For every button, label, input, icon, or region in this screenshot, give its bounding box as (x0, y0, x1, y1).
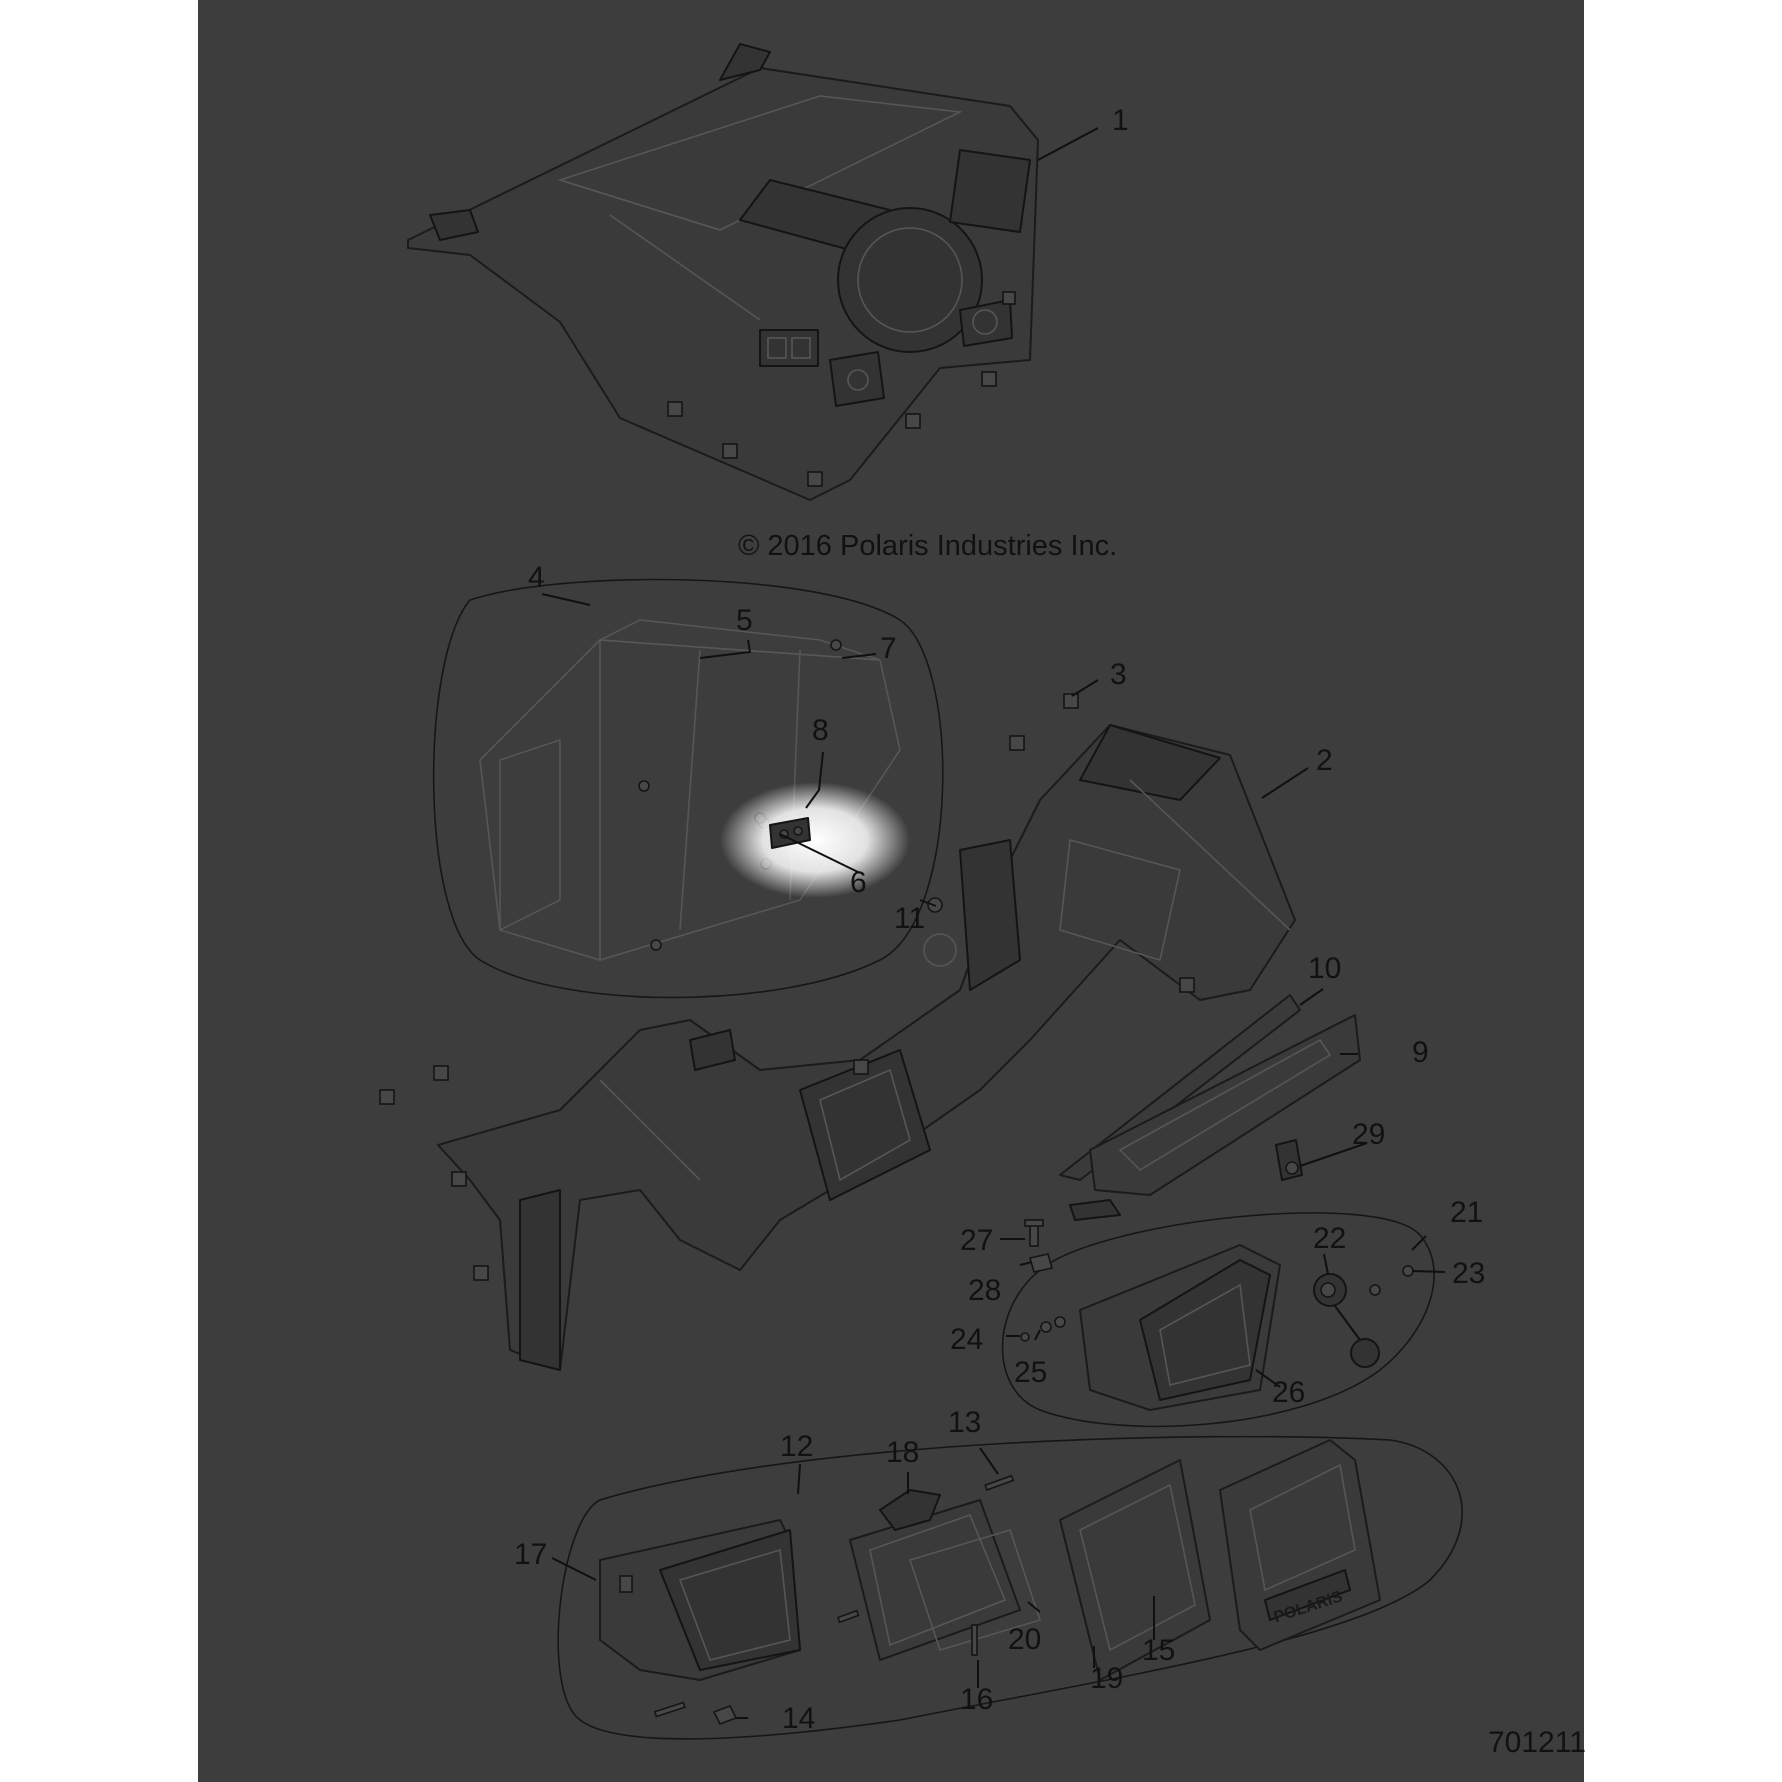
callout-28: 28 (968, 1274, 1001, 1307)
callout-24: 24 (950, 1323, 983, 1356)
part-29-latch (1275, 1139, 1303, 1181)
callout-13: 13 (948, 1406, 981, 1439)
part-27-28-fasteners (1024, 1219, 1054, 1273)
callout-5: 5 (736, 604, 753, 637)
part-4-storage-group (432, 578, 944, 999)
callout-11: 11 (894, 902, 925, 935)
callout-25: 25 (1014, 1356, 1047, 1389)
callout-19: 19 (1090, 1662, 1123, 1695)
callout-17: 17 (514, 1538, 547, 1571)
part-1-clips (667, 291, 1016, 487)
callout-9: 9 (1412, 1036, 1429, 1069)
copyright-notice: © 2016 Polaris Industries Inc. (738, 530, 1117, 562)
callout-10: 10 (1308, 952, 1341, 985)
part-12-panel-group: POLARIS (557, 1435, 1463, 1740)
callout-15: 15 (1142, 1634, 1175, 1667)
callout-7: 7 (880, 632, 897, 665)
part-1-upper-dash-cover (407, 43, 1039, 501)
callout-22: 22 (1313, 1222, 1346, 1255)
callout-20: 20 (1008, 1623, 1041, 1656)
callout-6: 6 (850, 866, 867, 899)
callout-3: 3 (1110, 658, 1127, 691)
part-21-socket-group (1001, 1212, 1435, 1428)
callout-14: 14 (782, 1702, 815, 1735)
callout-2: 2 (1316, 744, 1333, 777)
callout-21: 21 (1450, 1196, 1483, 1229)
callout-18: 18 (886, 1436, 919, 1469)
callout-12: 12 (780, 1430, 813, 1463)
part-6-highlight (720, 782, 910, 898)
figure-number: 701211 (1488, 1726, 1586, 1759)
part-2-clips (379, 693, 1195, 1281)
callout-27: 27 (960, 1224, 993, 1257)
callout-23: 23 (1452, 1257, 1485, 1290)
leader-lines (541, 127, 1446, 1719)
callout-1: 1 (1112, 104, 1129, 137)
callout-8: 8 (812, 714, 829, 747)
callout-29: 29 (1352, 1118, 1385, 1151)
callout-26: 26 (1272, 1376, 1305, 1409)
part-2-main-dash (437, 724, 1296, 1371)
callouts: 1 2 3 4 5 6 7 8 9 10 11 12 13 14 15 16 1… (514, 104, 1485, 1735)
callout-16: 16 (960, 1683, 993, 1716)
callout-4: 4 (528, 561, 545, 594)
part-9-door-panel (1069, 1014, 1361, 1221)
